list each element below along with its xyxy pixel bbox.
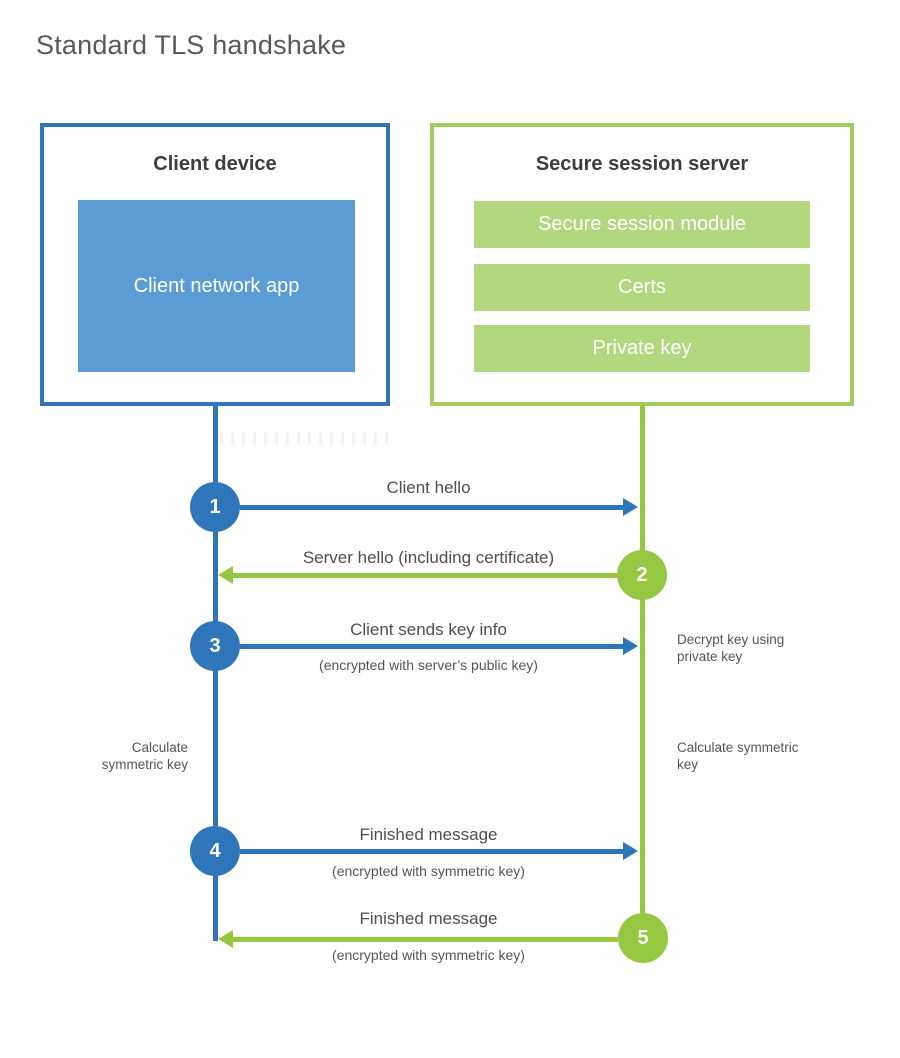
step5-number: 5: [637, 926, 649, 949]
arrow-step4-stem: [240, 849, 625, 854]
arrow-step2-stem: [232, 573, 618, 578]
arrow-step5-head-icon: [218, 930, 233, 948]
step2-number: 2: [636, 563, 648, 586]
server-module-certs: Certs: [474, 264, 810, 311]
page-title: Standard TLS handshake: [36, 30, 347, 60]
server-module-private-key: Private key: [474, 325, 810, 372]
step2-badge: 2: [617, 550, 667, 600]
step3-badge: 3: [190, 621, 240, 671]
step2-label: Server hello (including certificate): [302, 548, 555, 567]
step3-sublabel: (encrypted with server’s public key): [319, 657, 538, 673]
step1-number: 1: [209, 495, 221, 518]
note-decrypt-key: Decrypt key using private key: [677, 632, 785, 665]
step1-label: Client hello: [386, 478, 471, 497]
step4-badge: 4: [190, 826, 240, 876]
arrow-step3-head-icon: [623, 637, 638, 655]
step4-label: Finished message: [359, 825, 498, 844]
step3-label: Client sends key info: [350, 620, 507, 639]
secure-session-server-title: Secure session server: [535, 153, 749, 175]
step3-number: 3: [209, 634, 221, 657]
arrow-step1-head-icon: [623, 498, 638, 516]
step4-sublabel: (encrypted with symmetric key): [332, 863, 525, 879]
step4-number: 4: [209, 839, 221, 862]
note-calculate-symmetric-key-server: Calculate symmetric key: [677, 740, 799, 773]
step5-badge: 5: [618, 913, 668, 963]
arrow-step2-head-icon: [218, 566, 233, 584]
client-network-app-label: Client network app: [133, 274, 300, 297]
arrow-step4-head-icon: [623, 842, 638, 860]
note-calculate-symmetric-key-client: Calculate symmetric key: [101, 740, 188, 773]
arrow-step1-stem: [240, 505, 625, 510]
faint-dashed-artifact: [220, 432, 396, 445]
client-device-title: Client device: [153, 153, 277, 175]
client-lifeline: [213, 405, 218, 941]
arrow-step3-stem: [240, 644, 625, 649]
arrow-step5-stem: [232, 937, 618, 942]
server-lifeline: [640, 405, 645, 915]
client-network-app-box: Client network app: [78, 200, 355, 372]
server-module-secure-session-module: Secure session module: [474, 201, 810, 248]
step1-badge: 1: [190, 482, 240, 532]
step5-label: Finished message: [359, 909, 498, 928]
step5-sublabel: (encrypted with symmetric key): [332, 947, 525, 963]
